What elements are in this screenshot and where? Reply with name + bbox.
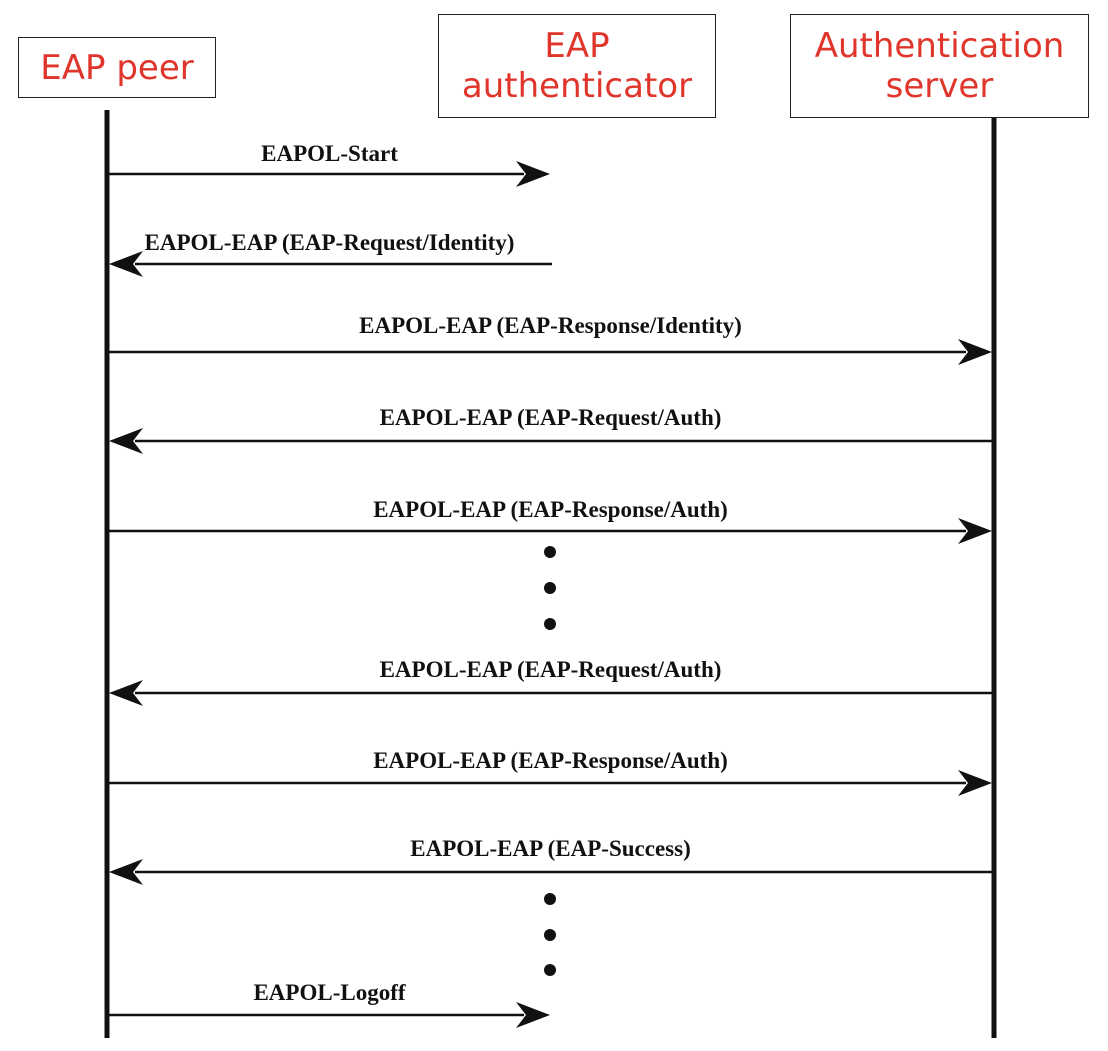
message-5: EAPOL-EAP (EAP-Response/Auth) [107, 497, 992, 544]
message-2: EAPOL-EAP (EAP-Request/Identity) [109, 230, 552, 277]
arrowhead-icon [516, 161, 550, 187]
message-9: EAPOL-Logoff [107, 980, 550, 1028]
actor-authentication-server: Authentication server [790, 14, 1089, 118]
actor-eap-authenticator: EAP authenticator [438, 14, 716, 118]
message-label: EAPOL-EAP (EAP-Request/Identity) [145, 230, 515, 255]
arrowhead-icon [958, 339, 992, 365]
message-label: EAPOL-Start [261, 141, 398, 166]
actor-eap-authenticator-label: EAP authenticator [461, 26, 693, 106]
arrowhead-icon [958, 518, 992, 544]
continuation-dot [544, 618, 556, 630]
actor-authentication-server-label: Authentication server [814, 26, 1065, 106]
arrowhead-icon [516, 1002, 550, 1028]
message-label: EAPOL-EAP (EAP-Success) [410, 836, 690, 861]
continuation-dot [544, 546, 556, 558]
message-label: EAPOL-EAP (EAP-Response/Auth) [373, 497, 728, 522]
actor-eap-peer-label: EAP peer [40, 47, 194, 88]
arrowhead-icon [109, 680, 143, 706]
arrowhead-icon [109, 251, 143, 277]
message-1: EAPOL-Start [107, 141, 550, 187]
message-7: EAPOL-EAP (EAP-Response/Auth) [107, 748, 992, 796]
arrowhead-icon [109, 428, 143, 454]
message-3: EAPOL-EAP (EAP-Response/Identity) [107, 313, 992, 365]
message-label: EAPOL-EAP (EAP-Request/Auth) [380, 405, 722, 430]
continuation-dot [544, 893, 556, 905]
message-6: EAPOL-EAP (EAP-Request/Auth) [109, 657, 994, 706]
continuation-dot [544, 582, 556, 594]
message-4: EAPOL-EAP (EAP-Request/Auth) [109, 405, 994, 454]
message-label: EAPOL-Logoff [253, 980, 405, 1005]
message-8: EAPOL-EAP (EAP-Success) [109, 836, 994, 885]
actor-eap-peer: EAP peer [18, 37, 216, 98]
continuation-dot [544, 964, 556, 976]
arrowhead-icon [109, 859, 143, 885]
message-label: EAPOL-EAP (EAP-Request/Auth) [380, 657, 722, 682]
continuation-dot [544, 929, 556, 941]
message-label: EAPOL-EAP (EAP-Response/Identity) [359, 313, 742, 338]
message-label: EAPOL-EAP (EAP-Response/Auth) [373, 748, 728, 773]
arrowhead-icon [958, 770, 992, 796]
